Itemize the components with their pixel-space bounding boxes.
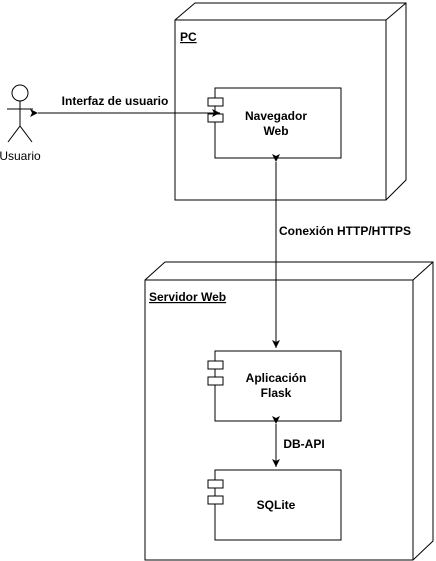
browser-component[interactable]: Navegador Web — [207, 87, 342, 159]
flask-component[interactable]: Aplicación Flask — [207, 350, 342, 422]
component-port-icon — [207, 495, 224, 505]
flask-label-line1: Aplicación — [246, 371, 307, 385]
browser-label-line1: Navegador — [245, 109, 307, 123]
usuario-actor[interactable]: Usuario — [0, 84, 41, 163]
browser-label-line2: Web — [263, 124, 288, 138]
flask-label-line2: Flask — [261, 386, 292, 400]
component-port-icon — [207, 97, 224, 107]
user-browser-label: Interfaz de usuario — [62, 94, 169, 108]
pc-node-title: PC — [180, 30, 197, 44]
flask-sqlite-label: DB-API — [283, 437, 324, 451]
sqlite-component[interactable]: SQLite — [207, 469, 342, 541]
user-browser-connector[interactable]: Interfaz de usuario — [30, 94, 220, 117]
component-port-icon — [207, 113, 224, 123]
component-port-icon — [207, 376, 224, 386]
usuario-label: Usuario — [0, 149, 41, 163]
label-background — [278, 222, 410, 240]
component-port-icon — [207, 360, 224, 370]
flask-sqlite-connector[interactable]: DB-API — [272, 416, 325, 467]
sqlite-label: SQLite — [257, 498, 296, 512]
browser-flask-connector[interactable]: Conexión HTTP/HTTPS — [272, 154, 411, 348]
server-node-title: Servidor Web — [149, 290, 226, 304]
browser-flask-label: Conexión HTTP/HTTPS — [279, 224, 411, 238]
stick-figure-icon — [7, 84, 33, 143]
component-port-icon — [207, 479, 224, 489]
